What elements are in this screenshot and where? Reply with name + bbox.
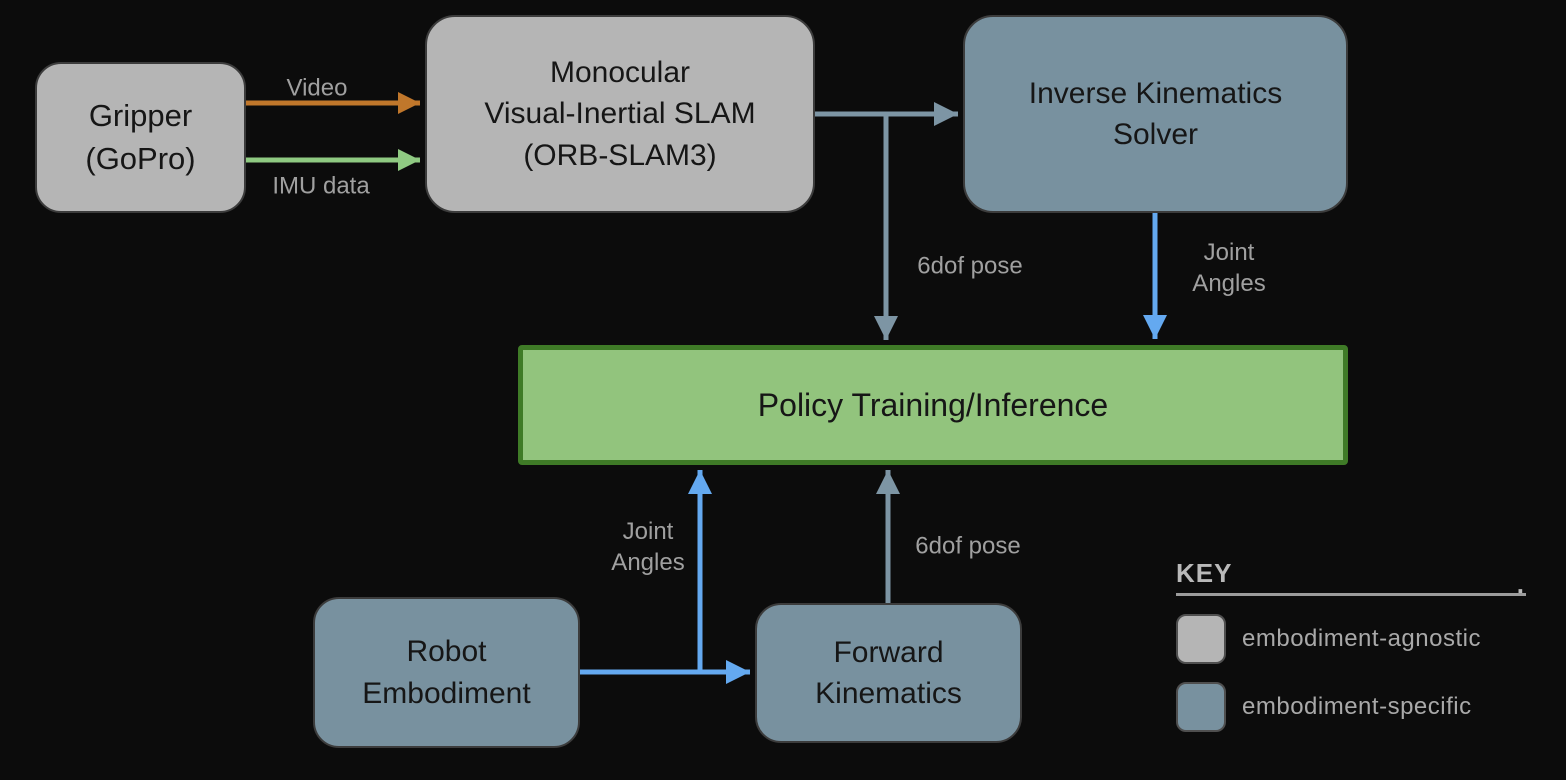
key-panel: KEY . embodiment-agnostic embodiment-spe… [1176,558,1526,732]
robot-embodiment-node: Robot Embodiment [313,597,580,748]
specific-label: embodiment-specific [1242,693,1472,720]
agnostic-swatch [1176,614,1226,664]
key-entry-agnostic: embodiment-agnostic [1176,614,1526,664]
joint-angles-up-edge-label: Joint Angles [611,517,685,576]
key-rule-dot: . [1516,569,1524,599]
pose-up-edge-label: 6dof pose [915,532,1021,560]
imu-data-edge-label: IMU data [272,172,370,200]
pose-down-edge-label: 6dof pose [917,252,1023,280]
forward-kinematics-node: Forward Kinematics [755,603,1022,743]
key-header: KEY . [1176,558,1526,599]
policy-node: Policy Training/Inference [518,345,1348,465]
key-title: KEY [1176,558,1233,588]
joint-angles-down-edge-label: Joint Angles [1192,238,1266,297]
slam-node: Monocular Visual-Inertial SLAM (ORB-SLAM… [425,15,815,213]
specific-swatch [1176,682,1226,732]
key-entry-specific: embodiment-specific [1176,682,1526,732]
agnostic-label: embodiment-agnostic [1242,625,1481,652]
video-edge-label: Video [286,74,348,102]
gripper-node: Gripper (GoPro) [35,62,246,213]
inverse-kinematics-node: Inverse Kinematics Solver [963,15,1348,213]
